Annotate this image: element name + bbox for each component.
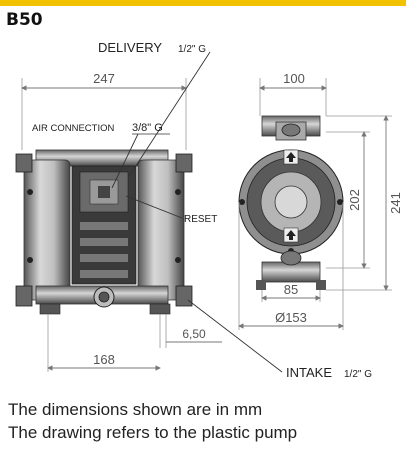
dim-foot-offset: 6,50 bbox=[182, 327, 206, 341]
top-right-port bbox=[175, 153, 193, 173]
dim-overall-width: 247 bbox=[93, 71, 115, 86]
air-connection-size: 3/8" G bbox=[132, 122, 163, 134]
delivery-size: 1/2" G bbox=[178, 44, 206, 55]
air-connection-leader bbox=[111, 133, 139, 189]
note-material: The drawing refers to the plastic pump bbox=[8, 423, 298, 442]
dim-foot-span: 85 bbox=[284, 282, 298, 297]
pump-technical-drawing: DELIVERY 1/2" G 247 AIR CONNECTION 3/8" … bbox=[15, 40, 403, 380]
dim-port-distance: 202 bbox=[347, 189, 362, 211]
dim-overall-height: 241 bbox=[388, 192, 403, 214]
reset-leader bbox=[125, 195, 183, 219]
delivery-label: DELIVERY bbox=[98, 40, 162, 55]
top-left-port bbox=[15, 153, 33, 173]
intake-label: INTAKE bbox=[286, 365, 332, 380]
dim-side-width: 100 bbox=[283, 71, 305, 86]
side-view bbox=[238, 78, 392, 330]
left-foot bbox=[39, 303, 61, 315]
air-connection-label: AIR CONNECTION bbox=[32, 123, 114, 134]
bottom-right-port bbox=[175, 285, 193, 307]
right-foot bbox=[149, 303, 171, 315]
notes: The dimensions shown are in mm The drawi… bbox=[8, 398, 297, 444]
right-chamber bbox=[137, 159, 185, 301]
model-code: B50 bbox=[6, 10, 43, 30]
left-chamber bbox=[23, 159, 71, 301]
intake-size: 1/2" G bbox=[344, 369, 372, 380]
delivery-leader bbox=[127, 51, 211, 179]
brand-accent-bar bbox=[0, 0, 406, 6]
intake-leader bbox=[187, 299, 283, 373]
bottom-left-port bbox=[15, 285, 33, 307]
note-units: The dimensions shown are in mm bbox=[8, 400, 263, 419]
front-view bbox=[15, 51, 283, 373]
reset-label: RESET bbox=[184, 214, 217, 225]
dim-intake-offset: 168 bbox=[93, 352, 115, 367]
dim-diameter: Ø153 bbox=[275, 310, 307, 325]
